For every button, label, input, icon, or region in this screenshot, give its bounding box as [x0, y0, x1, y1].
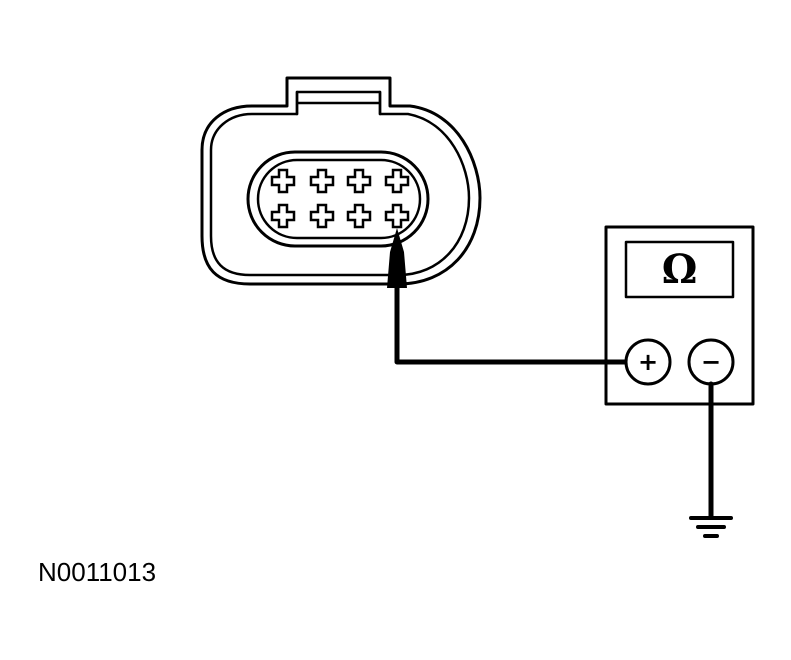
negative-terminal-label: − [701, 348, 721, 376]
connector-pin [270, 168, 296, 194]
ground-icon [689, 516, 733, 538]
connector-pin [346, 168, 372, 194]
positive-terminal-label: + [638, 348, 658, 376]
connector-pin [384, 203, 410, 229]
positive-terminal [624, 338, 672, 386]
multimeter-body [604, 225, 755, 406]
connector-housing-inner [209, 90, 471, 277]
pin-cavity-inner [256, 158, 422, 240]
probe-tip [387, 228, 407, 288]
figure-reference-code: N0011013 [38, 557, 157, 587]
connector-pin [309, 168, 335, 194]
pin-cavity-outer [246, 150, 430, 248]
multimeter: Ω + − [604, 225, 755, 406]
ground-lead [689, 381, 733, 538]
connector-pin [309, 203, 335, 229]
connector [200, 76, 482, 286]
positive-lead-wire [394, 285, 628, 365]
connector-housing-outer [200, 76, 482, 286]
multimeter-display [624, 240, 735, 299]
ohm-symbol: Ω [662, 246, 698, 293]
connector-pins [270, 168, 410, 229]
connector-pin [384, 168, 410, 194]
connector-pin [346, 203, 372, 229]
connector-latch [295, 90, 382, 116]
probe-lead [387, 228, 628, 365]
connector-pin [270, 203, 296, 229]
